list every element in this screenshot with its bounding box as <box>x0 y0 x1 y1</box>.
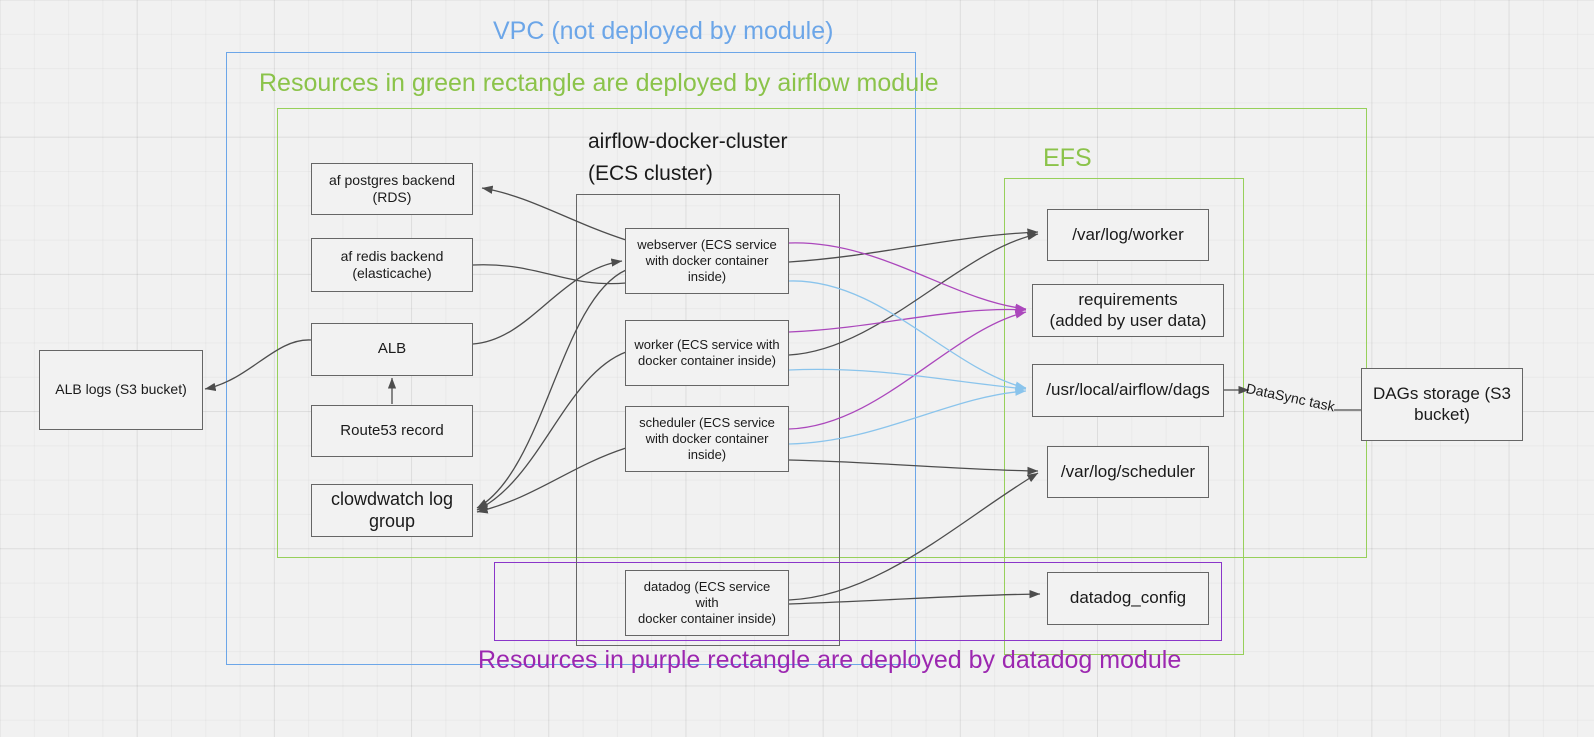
node-var-log-worker[interactable]: /var/log/worker <box>1047 209 1209 261</box>
node-alb-label: ALB <box>377 340 407 358</box>
node-webserver-service-label-line3: inside) <box>687 268 727 284</box>
node-af-postgres-backend[interactable]: af postgres backend (RDS) <box>311 163 473 215</box>
node-scheduler-service-label-line1: scheduler (ECS service <box>639 415 775 431</box>
node-dags-storage[interactable]: DAGs storage (S3 bucket) <box>1361 368 1523 441</box>
node-var-log-scheduler-label: /var/log/scheduler <box>1060 461 1196 481</box>
node-dags-storage-label-line1: DAGs storage (S3 <box>1373 383 1511 403</box>
node-af-postgres-backend-label: af postgres backend (RDS) <box>328 171 456 205</box>
node-requirements[interactable]: requirements (added by user data) <box>1032 284 1224 337</box>
ecs-cluster-label-line1: airflow-docker-cluster <box>588 130 788 153</box>
datadog-module-title: Resources in purple rectangle are deploy… <box>478 646 1182 674</box>
node-worker-service[interactable]: worker (ECS service with docker containe… <box>625 320 789 386</box>
node-cloudwatch-log-group-label-line2: group <box>368 510 416 531</box>
node-route53-record[interactable]: Route53 record <box>311 405 473 457</box>
node-cloudwatch-log-group[interactable]: clowdwatch log group <box>311 484 473 537</box>
node-cloudwatch-log-group-label-line1: clowdwatch log <box>330 488 454 509</box>
node-af-redis-backend-label-line1: af redis backend <box>340 247 444 264</box>
node-var-log-worker-label: /var/log/worker <box>1072 224 1184 244</box>
node-worker-service-label-line2: docker container inside) <box>637 353 777 368</box>
node-dags-storage-label-line2: bucket) <box>1414 404 1470 424</box>
node-webserver-service[interactable]: webserver (ECS service with docker conta… <box>625 228 789 294</box>
node-datadog-config[interactable]: datadog_config <box>1047 572 1209 625</box>
efs-label: EFS <box>1043 144 1092 172</box>
node-af-redis-backend[interactable]: af redis backend (elasticache) <box>311 238 473 292</box>
node-alb-logs-label: ALB logs (S3 bucket) <box>55 381 187 398</box>
node-datadog-service[interactable]: datadog (ECS service with docker contain… <box>625 570 789 636</box>
node-datadog-service-label-line1: datadog (ECS service with <box>643 579 771 611</box>
node-scheduler-service-label-line2: with docker container <box>645 431 769 447</box>
node-dags-path[interactable]: /usr/local/airflow/dags <box>1032 364 1224 417</box>
vpc-title: VPC (not deployed by module) <box>493 17 834 45</box>
node-alb[interactable]: ALB <box>311 323 473 376</box>
node-dags-path-label: /usr/local/airflow/dags <box>1046 380 1210 400</box>
node-alb-logs[interactable]: ALB logs (S3 bucket) <box>39 350 203 430</box>
node-datadog-service-label-line2: docker container inside) <box>637 610 777 626</box>
airflow-module-title: Resources in green rectangle are deploye… <box>259 69 939 97</box>
node-var-log-scheduler[interactable]: /var/log/scheduler <box>1047 446 1209 498</box>
node-webserver-service-label-line2: with docker container <box>645 253 769 269</box>
node-webserver-service-label-line1: webserver (ECS service <box>637 237 777 253</box>
node-requirements-label-line1: requirements <box>1078 289 1178 309</box>
node-datadog-config-label: datadog_config <box>1069 588 1187 608</box>
ecs-cluster-label-line2: (ECS cluster) <box>588 162 713 185</box>
node-worker-service-label-line1: worker (ECS service with <box>634 337 780 353</box>
node-af-redis-backend-label-line2: (elasticache) <box>352 265 432 281</box>
node-route53-record-label: Route53 record <box>340 421 444 439</box>
node-scheduler-service-label-line3: inside) <box>687 446 727 462</box>
node-scheduler-service[interactable]: scheduler (ECS service with docker conta… <box>625 406 789 472</box>
node-requirements-label-line2: (added by user data) <box>1049 310 1207 330</box>
